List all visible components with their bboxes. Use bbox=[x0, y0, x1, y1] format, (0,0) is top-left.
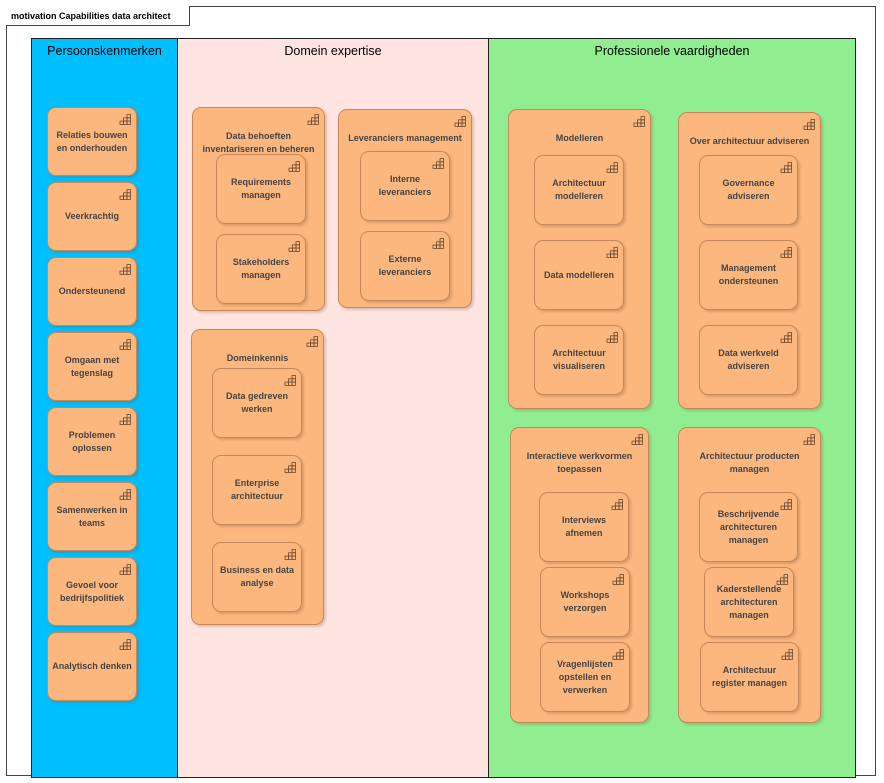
capability-label: Stakeholders managen bbox=[232, 257, 290, 280]
capability-requirements-managen[interactable]: Requirements managen bbox=[216, 154, 306, 224]
capability-architectuur-register[interactable]: Architectuur register managen bbox=[700, 642, 799, 712]
capability-omgaan-met-tegenslag[interactable]: Omgaan met tegenslag bbox=[47, 332, 137, 401]
capability-icon bbox=[781, 647, 793, 660]
capability-icon bbox=[606, 160, 618, 173]
capability-label: Omgaan met tegenslag bbox=[64, 354, 120, 378]
frame-title: motivation Capabilities data architect bbox=[6, 6, 190, 26]
capability-label: Externe leveranciers bbox=[378, 254, 432, 277]
capability-label: Veerkrachtig bbox=[64, 211, 120, 221]
capability-kaderstellende-architecturen[interactable]: Kaderstellende architecturen managen bbox=[704, 567, 794, 637]
capability-icon bbox=[631, 432, 643, 445]
capability-icon bbox=[288, 159, 300, 172]
capability-icon bbox=[119, 262, 131, 275]
capability-icon bbox=[454, 114, 466, 127]
capability-icon bbox=[119, 187, 131, 200]
capability-business-en-data-analyse[interactable]: Business en data analyse bbox=[212, 542, 302, 612]
capability-icon bbox=[119, 412, 131, 425]
capability-icon bbox=[780, 160, 792, 173]
capability-label: Vragenlijsten opstellen en verwerken bbox=[556, 658, 614, 695]
capability-icon bbox=[119, 637, 131, 650]
lane-title-domein-expertise: Domein expertise bbox=[284, 44, 382, 58]
capability-icon bbox=[780, 330, 792, 343]
capability-label: Analytisch denken bbox=[52, 661, 132, 671]
capability-icon bbox=[284, 373, 296, 386]
capability-ondersteunend[interactable]: Ondersteunend bbox=[47, 257, 137, 326]
capability-icon bbox=[119, 562, 131, 575]
capability-group-label: Data behoeften inventariseren en beheren bbox=[202, 131, 315, 154]
capability-label: Governance adviseren bbox=[722, 178, 775, 201]
capability-icon bbox=[119, 112, 131, 125]
capability-icon bbox=[776, 572, 788, 585]
capability-interviews-afnemen[interactable]: Interviews afnemen bbox=[539, 492, 629, 562]
capability-icon bbox=[780, 245, 792, 258]
capability-label: Enterprise architectuur bbox=[230, 478, 283, 501]
capability-group-label: Interactieve werkvormen toepassen bbox=[526, 451, 633, 474]
capability-label: Data gedreven werken bbox=[225, 391, 289, 414]
capability-icon bbox=[803, 117, 815, 130]
capability-label: Gevoel voor bedrijfspolitiek bbox=[59, 579, 124, 603]
capability-icon bbox=[119, 337, 131, 350]
capability-icon bbox=[432, 236, 444, 249]
capability-interne-leveranciers[interactable]: Interne leveranciers bbox=[360, 151, 450, 221]
capability-icon bbox=[612, 572, 624, 585]
capability-icon bbox=[119, 487, 131, 500]
capability-label: Architectuur modelleren bbox=[552, 178, 606, 201]
capability-icon bbox=[780, 497, 792, 510]
capability-data-modelleren[interactable]: Data modelleren bbox=[534, 240, 624, 310]
capability-management-ondersteunen[interactable]: Management ondersteunen bbox=[699, 240, 798, 310]
capability-label: Problemen oplossen bbox=[68, 429, 116, 453]
capability-group-label: Modelleren bbox=[555, 133, 604, 143]
capability-label: Architectuur register managen bbox=[711, 665, 788, 688]
capability-analytisch-denken[interactable]: Analytisch denken bbox=[47, 632, 137, 701]
capability-data-gedreven-werken[interactable]: Data gedreven werken bbox=[212, 368, 302, 438]
capability-icon bbox=[606, 330, 618, 343]
capability-enterprise-architectuur[interactable]: Enterprise architectuur bbox=[212, 455, 302, 525]
capability-label: Ondersteunend bbox=[58, 286, 126, 296]
capability-label: Beschrijvende architecturen managen bbox=[717, 508, 780, 545]
capability-beschrijvende-architecturen[interactable]: Beschrijvende architecturen managen bbox=[699, 492, 798, 562]
capability-icon bbox=[432, 156, 444, 169]
capability-icon bbox=[288, 239, 300, 252]
capability-data-werkveld-adviseren[interactable]: Data werkveld adviseren bbox=[699, 325, 798, 395]
capability-workshops-verzorgen[interactable]: Workshops verzorgen bbox=[540, 567, 630, 637]
capability-label: Business en data analyse bbox=[219, 565, 295, 588]
capability-group-label: Domeinkennis bbox=[226, 353, 289, 363]
capability-externe-leveranciers[interactable]: Externe leveranciers bbox=[360, 231, 450, 301]
capability-veerkrachtig[interactable]: Veerkrachtig bbox=[47, 182, 137, 251]
capability-icon bbox=[284, 460, 296, 473]
capability-icon bbox=[307, 112, 319, 125]
capability-gevoel-voor-bedrijfspolitiek[interactable]: Gevoel voor bedrijfspolitiek bbox=[47, 557, 137, 626]
capability-label: Workshops verzorgen bbox=[560, 590, 610, 613]
capability-icon bbox=[612, 647, 624, 660]
capability-label: Management ondersteunen bbox=[718, 263, 779, 286]
lane-title-professionele-vaardigheden: Professionele vaardigheden bbox=[594, 44, 750, 58]
capability-icon bbox=[284, 547, 296, 560]
capability-problemen-oplossen[interactable]: Problemen oplossen bbox=[47, 407, 137, 476]
capability-icon bbox=[803, 432, 815, 445]
capability-label: Data modelleren bbox=[543, 269, 615, 280]
capability-group-label: Leveranciers management bbox=[348, 133, 462, 143]
capability-label: Data werkveld adviseren bbox=[718, 348, 779, 371]
capability-relaties-bouwen[interactable]: Relaties bouwen en onderhouden bbox=[47, 107, 137, 176]
capability-vragenlijsten[interactable]: Vragenlijsten opstellen en verwerken bbox=[540, 642, 630, 712]
capability-label: Kaderstellende architecturen managen bbox=[716, 583, 782, 620]
capability-icon bbox=[633, 114, 645, 127]
capability-stakeholders-managen[interactable]: Stakeholders managen bbox=[216, 234, 306, 304]
capability-architectuur-modelleren[interactable]: Architectuur modelleren bbox=[534, 155, 624, 225]
capability-label: Architectuur visualiseren bbox=[552, 348, 606, 371]
capability-label: Samenwerken in teams bbox=[56, 504, 128, 528]
capability-samenwerken-in-teams[interactable]: Samenwerken in teams bbox=[47, 482, 137, 551]
capability-governance-adviseren[interactable]: Governance adviseren bbox=[699, 155, 798, 225]
capability-icon bbox=[611, 497, 623, 510]
lane-title-persoonskenmerken: Persoonskenmerken bbox=[47, 44, 162, 58]
capability-label: Relaties bouwen en onderhouden bbox=[56, 129, 128, 153]
capability-group-label: Over architectuur adviseren bbox=[689, 136, 810, 146]
capability-architectuur-visualiseren[interactable]: Architectuur visualiseren bbox=[534, 325, 624, 395]
capability-group-label: Architectuur producten managen bbox=[699, 451, 800, 474]
capability-label: Requirements managen bbox=[230, 177, 292, 200]
capability-icon bbox=[306, 334, 318, 347]
capability-icon bbox=[606, 245, 618, 258]
capability-label: Interviews afnemen bbox=[561, 515, 607, 538]
capability-label: Interne leveranciers bbox=[378, 174, 432, 197]
